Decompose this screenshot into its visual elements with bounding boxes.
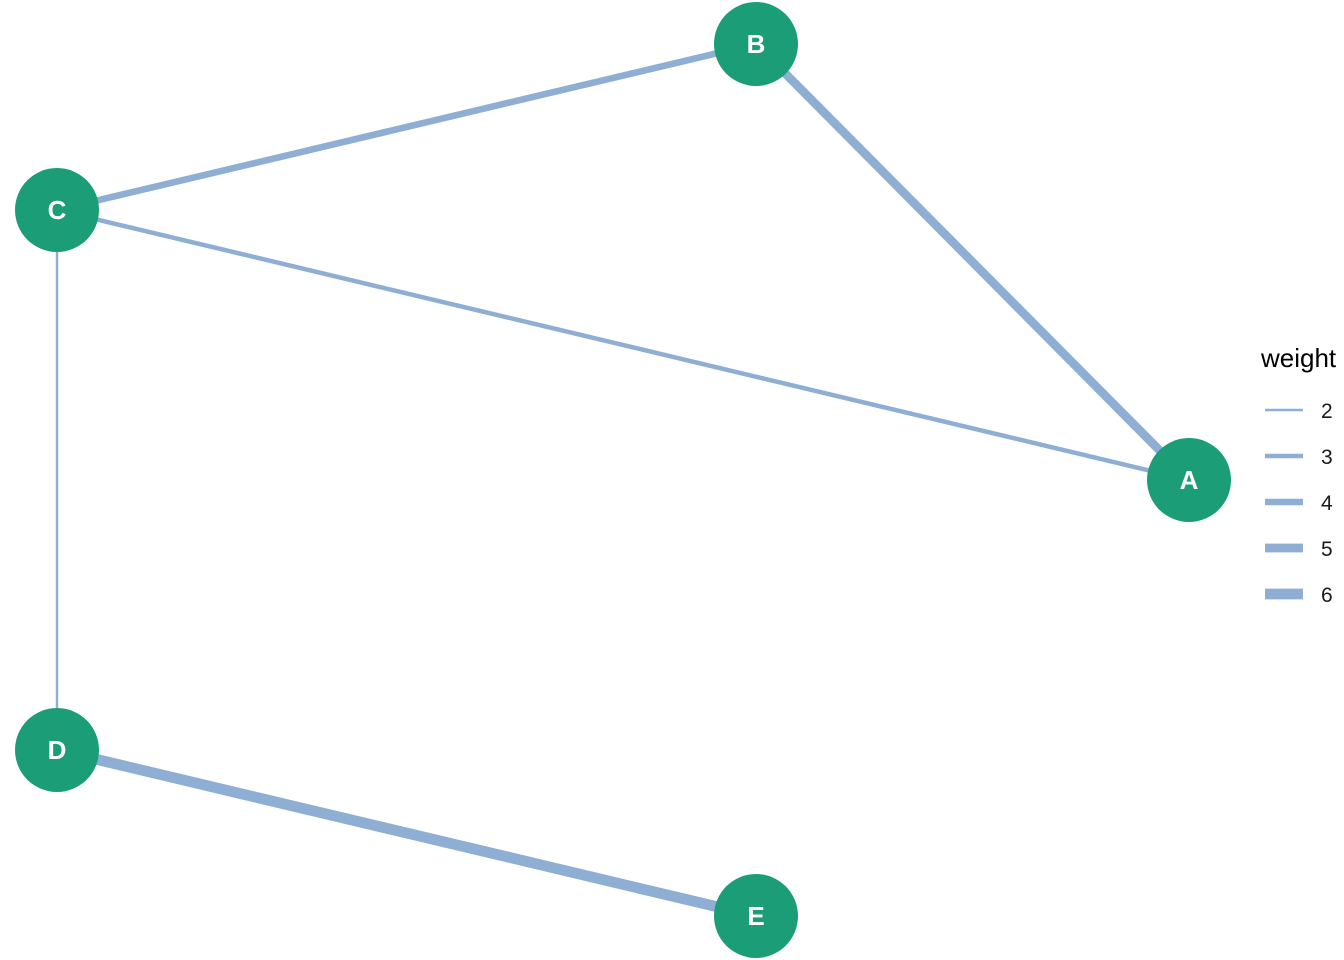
node-e: E xyxy=(714,874,798,958)
legend-label: 6 xyxy=(1321,584,1333,607)
node-label: C xyxy=(48,195,67,225)
nodes-layer: A B C D E xyxy=(15,2,1231,958)
legend-title: weight xyxy=(1260,343,1337,373)
legend-items: 2 3 4 5 6 xyxy=(1265,400,1333,607)
weight-legend: weight 2 3 4 5 6 xyxy=(1260,343,1337,607)
legend-item-4: 4 xyxy=(1265,492,1333,515)
node-circle xyxy=(15,708,99,792)
legend-item-6: 6 xyxy=(1265,584,1333,607)
node-circle xyxy=(714,2,798,86)
legend-item-2: 2 xyxy=(1265,400,1333,423)
node-label: A xyxy=(1180,465,1199,495)
legend-label: 2 xyxy=(1321,400,1333,423)
legend-label: 3 xyxy=(1321,446,1333,469)
node-label: D xyxy=(48,735,67,765)
node-label: E xyxy=(747,901,764,931)
legend-label: 5 xyxy=(1321,538,1333,561)
edge-a-c xyxy=(56,207,1190,483)
legend-item-3: 3 xyxy=(1265,446,1333,469)
edge-b-c xyxy=(56,40,757,214)
node-c: C xyxy=(15,168,99,252)
node-b: B xyxy=(714,2,798,86)
node-a: A xyxy=(1147,438,1231,522)
edges-layer xyxy=(55,40,1193,922)
node-circle xyxy=(1147,438,1231,522)
node-d: D xyxy=(15,708,99,792)
node-circle xyxy=(15,168,99,252)
node-label: B xyxy=(747,29,766,59)
node-circle xyxy=(714,874,798,958)
legend-label: 4 xyxy=(1321,492,1333,515)
edge-a-b xyxy=(752,40,1193,484)
legend-item-5: 5 xyxy=(1265,538,1333,561)
edge-d-e xyxy=(55,744,758,922)
